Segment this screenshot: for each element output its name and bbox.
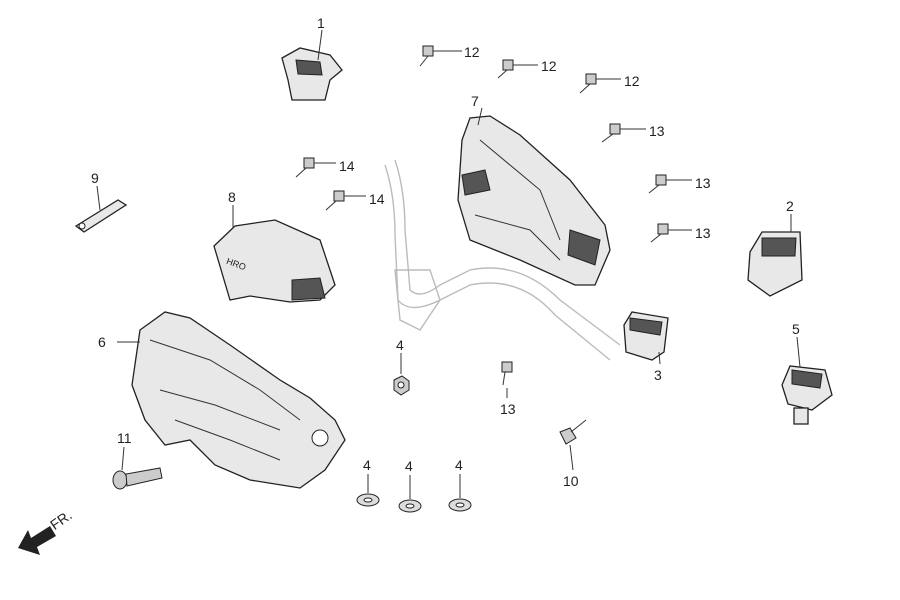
part-6-front-handlebar-cover: 6: [98, 311, 346, 489]
label-part-7: 7: [471, 93, 479, 109]
label-part-13: 13: [649, 123, 665, 139]
front-arrow-icon: [18, 526, 56, 555]
label-part-13: 13: [500, 401, 516, 417]
label-part-12: 12: [464, 44, 480, 60]
part-4-washer-b: 4: [398, 458, 422, 513]
label-part-12: 12: [624, 73, 640, 89]
label-part-4: 4: [405, 458, 413, 474]
part-4-nut: 4: [393, 337, 410, 396]
bolt-12-a: 12: [419, 44, 480, 67]
front-direction-indicator: FR.: [18, 507, 75, 555]
label-part-6: 6: [98, 334, 106, 350]
label-part-12: 12: [541, 58, 557, 74]
bolt-14-a: 14: [295, 157, 355, 178]
bolt-13-b: 13: [648, 174, 711, 194]
label-part-5: 5: [792, 321, 800, 337]
bolt-12-b: 12: [497, 58, 557, 79]
part-2-switch: 2: [747, 198, 803, 297]
bolt-13-a: 13: [601, 123, 665, 143]
part-3-switch: 3: [623, 311, 669, 383]
label-part-4: 4: [455, 457, 463, 473]
label-part-2: 2: [786, 198, 794, 214]
bolt-13-c: 13: [650, 223, 711, 243]
bolt-12-c: 12: [579, 73, 640, 94]
bolt-13-d: 13: [500, 361, 516, 417]
part-11-screw: 11: [112, 430, 163, 490]
bolt-14-b: 14: [325, 190, 385, 211]
part-4-washer-a: 4: [356, 457, 380, 507]
label-part-9: 9: [91, 170, 99, 186]
label-part-14: 14: [339, 158, 355, 174]
label-part-14: 14: [369, 191, 385, 207]
label-part-13: 13: [695, 225, 711, 241]
part-10-bolt: 10: [559, 419, 587, 489]
part-4-washer-c: 4: [448, 457, 472, 512]
label-part-8: 8: [228, 189, 236, 205]
label-part-3: 3: [654, 367, 662, 383]
part-9-bracket-plate: 9: [74, 170, 128, 233]
label-part-4: 4: [363, 457, 371, 473]
part-1-switch-bracket: 1: [281, 15, 343, 101]
label-part-13: 13: [695, 175, 711, 191]
label-part-1: 1: [317, 15, 325, 31]
handlebar-outline: [384, 159, 621, 361]
label-part-4: 4: [396, 337, 404, 353]
part-7-rear-handlebar-cover: 7: [457, 93, 611, 286]
part-8-top-cover: HRO 8: [213, 189, 336, 303]
part-5-switch: 5: [781, 321, 833, 425]
label-part-10: 10: [563, 473, 579, 489]
label-part-11: 11: [117, 430, 132, 446]
